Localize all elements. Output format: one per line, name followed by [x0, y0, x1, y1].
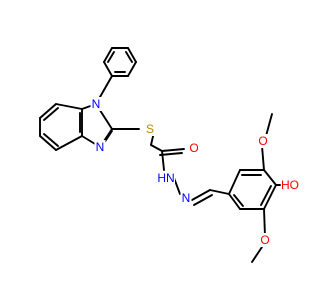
double-bond-inner [159, 152, 183, 156]
bond-phenyl [127, 47, 137, 63]
double-bond-inner [233, 194, 244, 207]
molecule-canvas: N N S O HN N O HO O [39, 47, 299, 263]
sulfur-label-bg [144, 122, 156, 136]
double-bond-inner [125, 51, 133, 63]
bond-benzo [55, 103, 83, 110]
bond-phenyl [103, 61, 113, 77]
bond-c-o [161, 148, 185, 152]
bond-benzo [39, 135, 57, 151]
n-imidazole-3-label-bg [94, 140, 106, 154]
imine-n-label: N [182, 191, 191, 205]
bond-ch2-co [150, 144, 163, 152]
methoxy-oxygen-bottom-label-bg [259, 233, 271, 247]
bond-n-ch [191, 189, 211, 201]
bond-aryl [263, 169, 277, 186]
double-bond-inner [107, 51, 115, 63]
hydrazide-nh-label-bg [157, 171, 175, 185]
bond-phenyl [103, 47, 113, 63]
hydroxyl-label-bg [281, 178, 299, 192]
bond-aryl [228, 193, 241, 210]
hydroxyl-label: HO [281, 178, 299, 192]
hydrazide-nh-label: HN [157, 171, 174, 185]
bond-ring-ome-bottom [263, 208, 266, 237]
bond-aryl [263, 184, 277, 210]
methoxy-oxygen-top-label: O [258, 134, 267, 148]
bond-phenyl [127, 61, 137, 77]
n-imidazole-1-label: N [92, 97, 101, 111]
sulfur-label: S [146, 122, 154, 136]
double-bond-inner [43, 107, 59, 121]
carbonyl-oxygen-label: O [189, 141, 198, 155]
methoxy-oxygen-bottom-label: O [260, 233, 269, 247]
double-bond-inner [193, 194, 213, 206]
n-imidazole-1-label-bg [90, 97, 102, 111]
bond-benzo [39, 103, 57, 119]
bond-benzo [55, 135, 83, 151]
n-imidazole-3-label: N [96, 140, 105, 154]
bond-ch-ring [209, 189, 230, 195]
bond-ome-top-me [265, 113, 273, 137]
bond-aryl [228, 169, 241, 195]
bond-layer [39, 47, 281, 263]
bond-benzyl-ch2 [103, 75, 113, 91]
double-bond-inner [260, 185, 272, 206]
bond-ring-ome-top [261, 145, 265, 171]
bond-c-nh [161, 150, 165, 171]
methoxy-oxygen-top-label-bg [257, 134, 269, 148]
carbonyl-oxygen-label-bg [188, 141, 200, 155]
molecule-structure: N N S O HN N O HO O [39, 47, 299, 263]
double-bond-inner [43, 133, 59, 147]
atom-label-layer: N N S O HN N O HO O [90, 97, 299, 247]
imine-n-label-bg [180, 191, 192, 205]
